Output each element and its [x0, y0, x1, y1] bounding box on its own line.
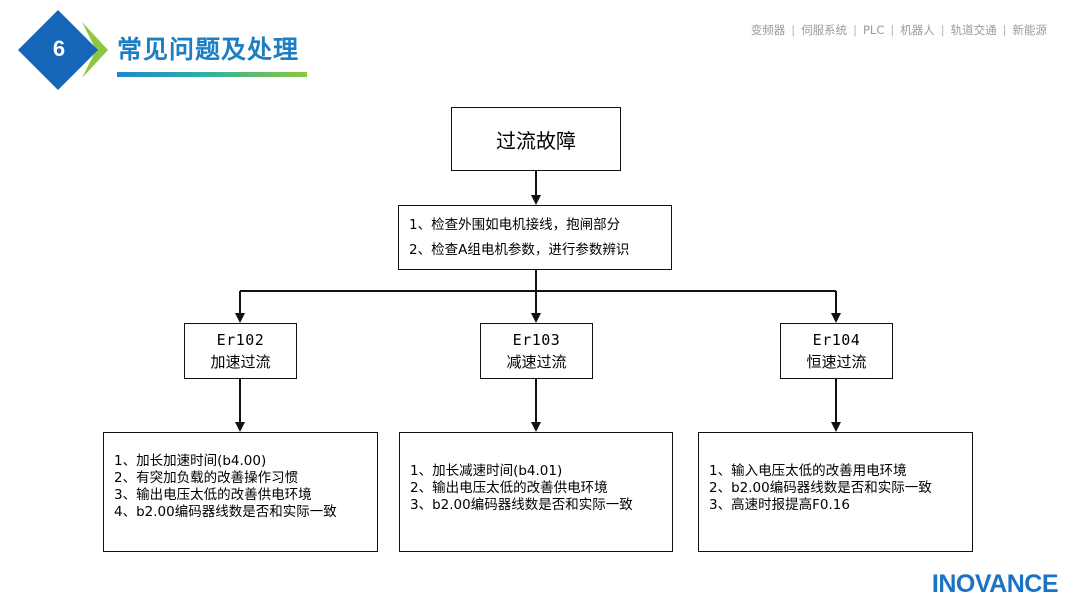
remedy-item: 1、输入电压太低的改善用电环境 [709, 463, 907, 479]
remedy-box-er102: 1、加长加速时间(b4.00) 2、有突加负载的改善操作习惯 3、输出电压太低的… [103, 432, 378, 552]
section-title: 常见问题及处理 [117, 35, 300, 64]
remedy-item: 3、输出电压太低的改善供电环境 [114, 487, 312, 503]
fault-name: 恒速过流 [806, 353, 867, 371]
section-number: 6 [52, 36, 66, 61]
nav-item-rail[interactable]: 轨道交通 [950, 23, 997, 37]
title-underline [117, 72, 307, 77]
nav-item-inverter[interactable]: 变频器 [750, 23, 786, 37]
nav-separator: | [1002, 23, 1007, 37]
nav-item-new-energy[interactable]: 新能源 [1012, 23, 1048, 37]
fault-name: 加速过流 [210, 353, 271, 371]
root-fault-label: 过流故障 [496, 128, 576, 153]
remedy-item: 4、b2.00编码器线数是否和实际一致 [114, 504, 337, 520]
nav-item-robot[interactable]: 机器人 [900, 23, 935, 37]
fault-code: Er102 [216, 331, 265, 349]
nav-separator: | [791, 23, 796, 37]
nav-separator: | [853, 23, 857, 37]
nav-item-plc[interactable]: PLC [863, 23, 885, 37]
nav-separator: | [940, 23, 945, 37]
inovance-logo: INOVANCE [931, 570, 1059, 598]
diamond-badge-icon [18, 10, 108, 90]
remedy-item: 3、高速时报提高F0.16 [709, 497, 850, 513]
nav-separator: | [890, 23, 895, 37]
check-steps-box: 1、检查外围如电机接线，抱闸部分 2、检查A组电机参数，进行参数辨识 [398, 205, 672, 270]
nav-item-servo[interactable]: 伺服系统 [801, 23, 848, 37]
fault-box-er104: Er104 恒速过流 [780, 323, 893, 379]
fault-box-er102: Er102 加速过流 [184, 323, 297, 379]
remedy-item: 2、b2.00编码器线数是否和实际一致 [709, 480, 932, 496]
remedy-box-er103: 1、加长减速时间(b4.01) 2、输出电压太低的改善供电环境 3、b2.00编… [399, 432, 673, 552]
check-step: 2、检查A组电机参数，进行参数辨识 [409, 241, 630, 258]
remedy-item: 2、输出电压太低的改善供电环境 [410, 480, 608, 496]
remedy-item: 1、加长加速时间(b4.00) [114, 453, 267, 469]
root-fault-box: 过流故障 [451, 107, 621, 171]
fault-name: 减速过流 [506, 353, 567, 371]
section-badge: 6 [0, 0, 120, 95]
remedy-item: 3、b2.00编码器线数是否和实际一致 [410, 497, 633, 513]
remedy-item: 1、加长减速时间(b4.01) [410, 463, 563, 479]
remedy-item: 2、有突加负载的改善操作习惯 [114, 470, 299, 486]
check-step: 1、检查外围如电机接线，抱闸部分 [409, 216, 621, 233]
remedy-box-er104: 1、输入电压太低的改善用电环境 2、b2.00编码器线数是否和实际一致 3、高速… [698, 432, 973, 552]
fault-box-er103: Er103 减速过流 [480, 323, 593, 379]
fault-code: Er103 [512, 331, 561, 349]
fault-code: Er104 [812, 331, 861, 349]
top-nav: 变频器 | 伺服系统 | PLC | 机器人 | 轨道交通 | 新能源 [751, 22, 1047, 38]
